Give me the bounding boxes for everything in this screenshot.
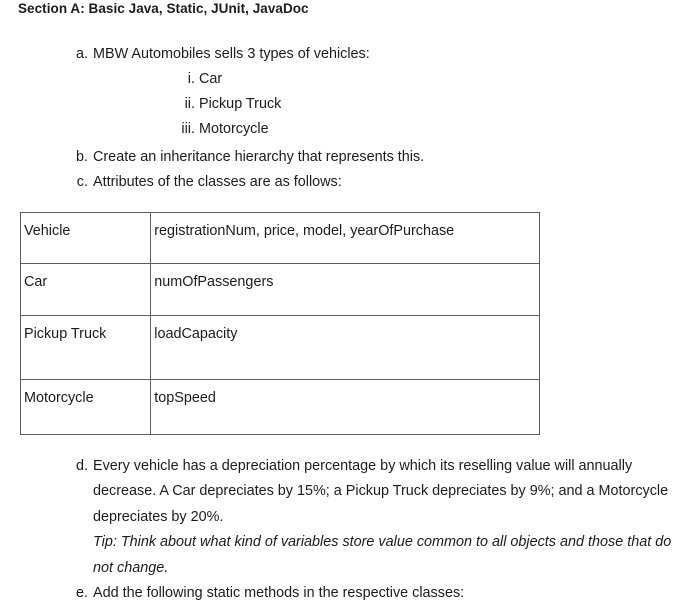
list-text-e: Add the following static methods in the … (93, 585, 465, 601)
list-marker-a-ii: ii. (184, 96, 195, 112)
list-text-a-iii: Motorcycle (199, 121, 269, 137)
page-title: Section A: Basic Java, Static, JUnit, Ja… (18, 1, 309, 16)
list-marker-b: b. (75, 149, 88, 165)
list-text-d: Every vehicle has a depreciation percent… (93, 454, 674, 581)
list-item-d: d. Every vehicle has a depreciation perc… (74, 454, 674, 581)
list-item-a-ii: ii. Pickup Truck (160, 92, 580, 117)
list-text-d-body: Every vehicle has a depreciation percent… (93, 458, 669, 525)
list-text-a-i: Car (199, 71, 223, 87)
list-item-a-iii: iii. Motorcycle (160, 117, 580, 142)
table-row: Motorcycle topSpeed (19, 379, 540, 435)
list-item-a: a. MBW Automobiles sells 3 types of vehi… (74, 42, 594, 67)
list-marker-c: c. (76, 174, 88, 190)
table-cell-class-name: Motorcycle (19, 379, 152, 435)
attributes-table: Vehicle registrationNum, price, model, y… (19, 212, 540, 435)
list-text-a-ii: Pickup Truck (199, 96, 282, 112)
list-marker-a: a. (75, 46, 88, 62)
list-text-a: MBW Automobiles sells 3 types of vehicle… (93, 46, 370, 62)
table-cell-class-name: Pickup Truck (19, 315, 152, 380)
table-cell-class-name: Car (19, 263, 152, 316)
list-marker-d: d. (75, 458, 88, 474)
list-text-c: Attributes of the classes are as follows… (93, 174, 342, 190)
list-item-a-i: i. Car (160, 67, 580, 92)
list-item-b: b. Create an inheritance hierarchy that … (74, 145, 634, 170)
table-row: Pickup Truck loadCapacity (19, 315, 540, 380)
list-marker-a-i: i. (187, 71, 195, 87)
list-text-d-tip: Tip: Think about what kind of variables … (93, 534, 672, 576)
table-cell-attributes: topSpeed (150, 379, 540, 435)
table-row: Car numOfPassengers (19, 263, 540, 316)
table-row: Vehicle registrationNum, price, model, y… (19, 212, 540, 264)
list-item-c: c. Attributes of the classes are as foll… (74, 170, 634, 195)
table-cell-attributes: numOfPassengers (150, 263, 540, 316)
list-marker-a-iii: iii. (181, 121, 195, 137)
table-cell-attributes: loadCapacity (150, 315, 540, 380)
table-cell-attributes: registrationNum, price, model, yearOfPur… (150, 212, 540, 264)
list-item-e: e. Add the following static methods in t… (74, 581, 674, 606)
list-marker-e: e. (75, 585, 88, 601)
table-cell-class-name: Vehicle (19, 212, 152, 264)
list-text-b: Create an inheritance hierarchy that rep… (93, 149, 425, 165)
